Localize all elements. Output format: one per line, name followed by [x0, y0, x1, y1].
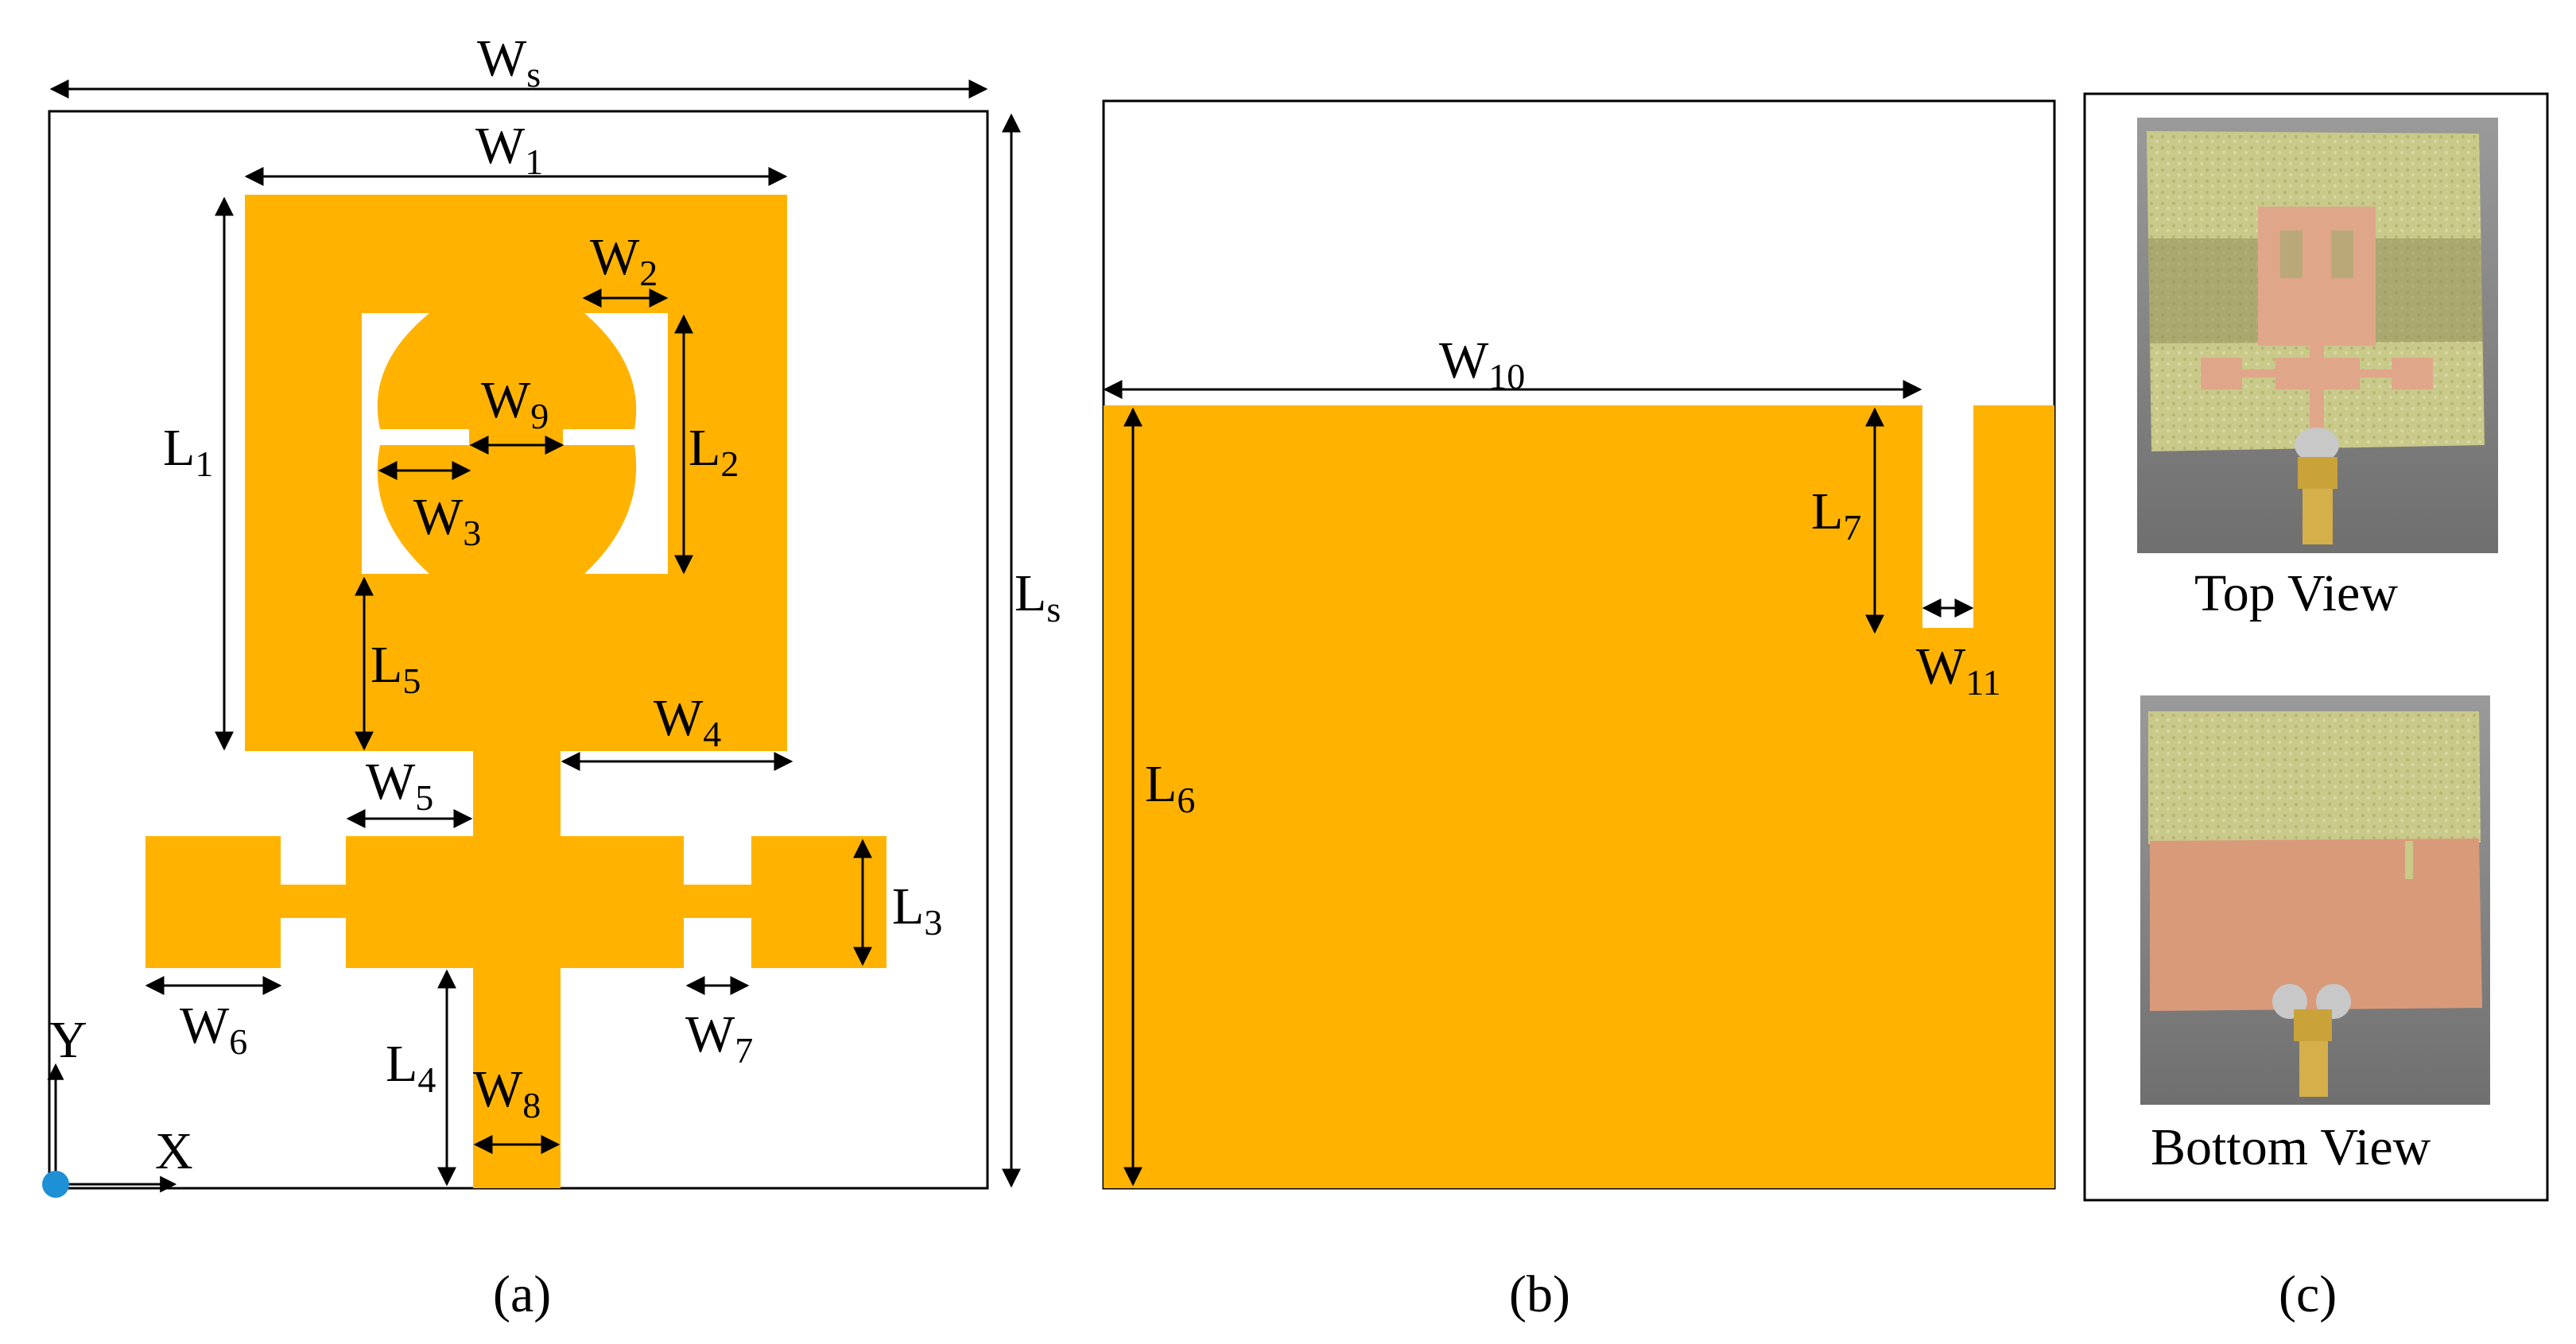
radiating-patch	[245, 195, 787, 751]
panel-a: Ws W1 Ls L1 W2 L2 W9 W3 L5 W4 W5 L3 W6 W…	[42, 29, 1061, 1323]
dim-label-w5: W5	[366, 753, 433, 818]
dim-label-w3: W3	[413, 488, 481, 553]
bottom-view-photo	[2140, 695, 2490, 1105]
dim-label-l4: L4	[386, 1035, 436, 1100]
dim-label-w8: W8	[473, 1060, 541, 1125]
dim-label-l7: L7	[1811, 482, 1861, 548]
dim-label-l2: L2	[689, 419, 739, 484]
panel-c: Top View Bottom View (c)	[2083, 92, 2549, 1323]
stub-arms	[145, 836, 886, 968]
dim-label-w2: W2	[590, 228, 658, 293]
photo-frame	[2083, 92, 2549, 1202]
dim-label-w10: W10	[1439, 331, 1525, 397]
dim-label-l3: L3	[892, 877, 942, 943]
caption-b: (b)	[1509, 1265, 1570, 1323]
panel-b: W10 L6 L7 W11 (b)	[1102, 99, 2056, 1323]
dim-label-l6: L6	[1145, 755, 1195, 820]
top-view-photo	[2137, 118, 2498, 553]
caption-c: (c)	[2279, 1265, 2337, 1323]
top-view-label: Top View	[2194, 564, 2398, 622]
bottom-view-label: Bottom View	[2151, 1118, 2431, 1176]
axis-x-label: X	[155, 1122, 193, 1180]
dim-label-w6: W6	[180, 997, 247, 1062]
feed-line	[473, 751, 561, 1188]
dim-label-w9: W9	[481, 371, 549, 436]
ground-plane	[1104, 405, 2054, 1188]
caption-a: (a)	[493, 1265, 551, 1323]
dim-label-ls: Ls	[1014, 564, 1061, 629]
axis-y-label: Y	[49, 1011, 87, 1069]
dim-label-w11: W11	[1916, 637, 2001, 703]
dim-label-w7: W7	[685, 1005, 753, 1071]
dim-label-l1: L1	[163, 419, 213, 484]
origin-dot	[42, 1171, 69, 1198]
dim-label-ws: Ws	[477, 29, 541, 95]
dim-label-l5: L5	[370, 636, 421, 701]
dim-label-w1: W1	[475, 117, 543, 182]
dim-label-w4: W4	[654, 689, 721, 754]
